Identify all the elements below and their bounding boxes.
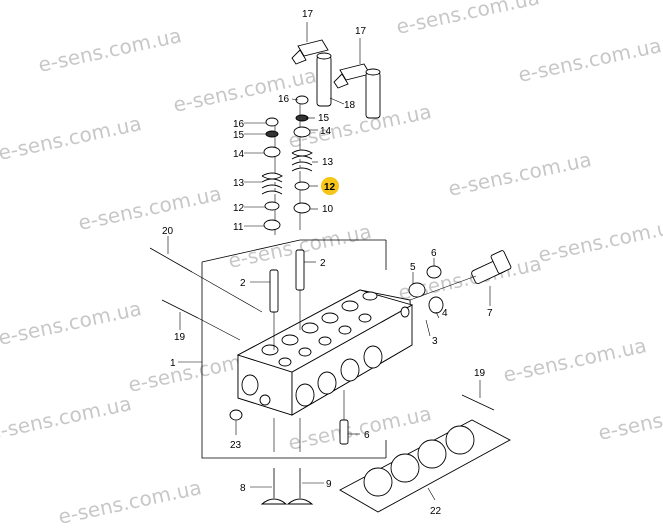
callout-13: 13	[233, 178, 245, 189]
callout-14: 14	[233, 149, 245, 160]
callout-17: 17	[302, 9, 314, 20]
watermark: e-sens.com.ua	[76, 181, 224, 235]
callout-11: 11	[233, 222, 244, 233]
callout-18: 18	[344, 100, 356, 111]
callout-22: 22	[430, 506, 442, 517]
rocker-lifter-assembly	[291, 39, 381, 119]
valves	[260, 418, 314, 505]
callout-15: 15	[318, 113, 330, 124]
watermark: e-sens.com.ua	[36, 23, 184, 77]
watermark: e-sens.com.ua	[394, 0, 542, 39]
callout-15: 15	[233, 130, 245, 141]
callout-19: 19	[174, 332, 186, 343]
callout-1: 1	[170, 358, 176, 369]
valve-train-left	[261, 117, 283, 235]
callout-16: 16	[278, 94, 290, 105]
callout-20: 20	[162, 226, 174, 237]
callout-6: 6	[431, 248, 437, 259]
callout-4: 4	[442, 308, 448, 319]
highlight-marker	[321, 177, 339, 195]
cylinder-head	[236, 289, 414, 416]
callout-23: 23	[230, 440, 242, 451]
leader-lines	[167, 22, 491, 501]
watermark: e-sens.com.ua	[171, 63, 319, 117]
callout-14: 14	[320, 126, 332, 137]
watermark: e-sens.com.ua	[0, 296, 144, 350]
watermark: e-sens.com.ua	[56, 475, 204, 529]
plug-23	[229, 409, 243, 421]
watermark: e-sens.com.ua	[286, 401, 434, 455]
callout-5: 5	[410, 262, 416, 273]
callout-10: 10	[322, 204, 334, 215]
callout-3: 3	[432, 336, 438, 347]
callout-6: 6	[364, 430, 370, 441]
head-gasket	[339, 419, 511, 513]
callout-19: 19	[474, 368, 486, 379]
watermark: e-sens.com.ua	[536, 213, 663, 267]
callout-12: 12	[233, 203, 245, 214]
callout-2: 2	[320, 258, 326, 269]
watermark: e-sens.com.ua	[0, 391, 134, 445]
sensor-6	[339, 390, 349, 445]
callout-16: 16	[233, 119, 245, 130]
callout-13: 13	[322, 157, 334, 168]
watermark: e-sens.com.ua	[286, 99, 434, 153]
callout-9: 9	[326, 479, 332, 490]
callout-7: 7	[487, 308, 493, 319]
assembly-frame	[201, 239, 387, 459]
callout-17: 17	[355, 26, 367, 37]
callout-8: 8	[240, 483, 246, 494]
studs	[149, 247, 495, 411]
callout-12-highlighted: 12	[324, 182, 336, 193]
watermark: e-sens.com.ua	[501, 333, 649, 387]
valve-train-right	[291, 95, 313, 230]
watermark: e-sens.com.ua	[0, 111, 144, 165]
watermark: e-sens.com.ua	[596, 391, 663, 445]
callout-2: 2	[240, 278, 246, 289]
callout-labels: 17 17 18 16 15 16 15 14 14 13 13 12 12 1…	[162, 9, 493, 517]
watermark: e-sens.com.ua	[516, 33, 663, 87]
watermark: e-sens.com.ua	[446, 147, 594, 201]
side-components	[400, 250, 512, 318]
valve-guides	[269, 249, 305, 350]
